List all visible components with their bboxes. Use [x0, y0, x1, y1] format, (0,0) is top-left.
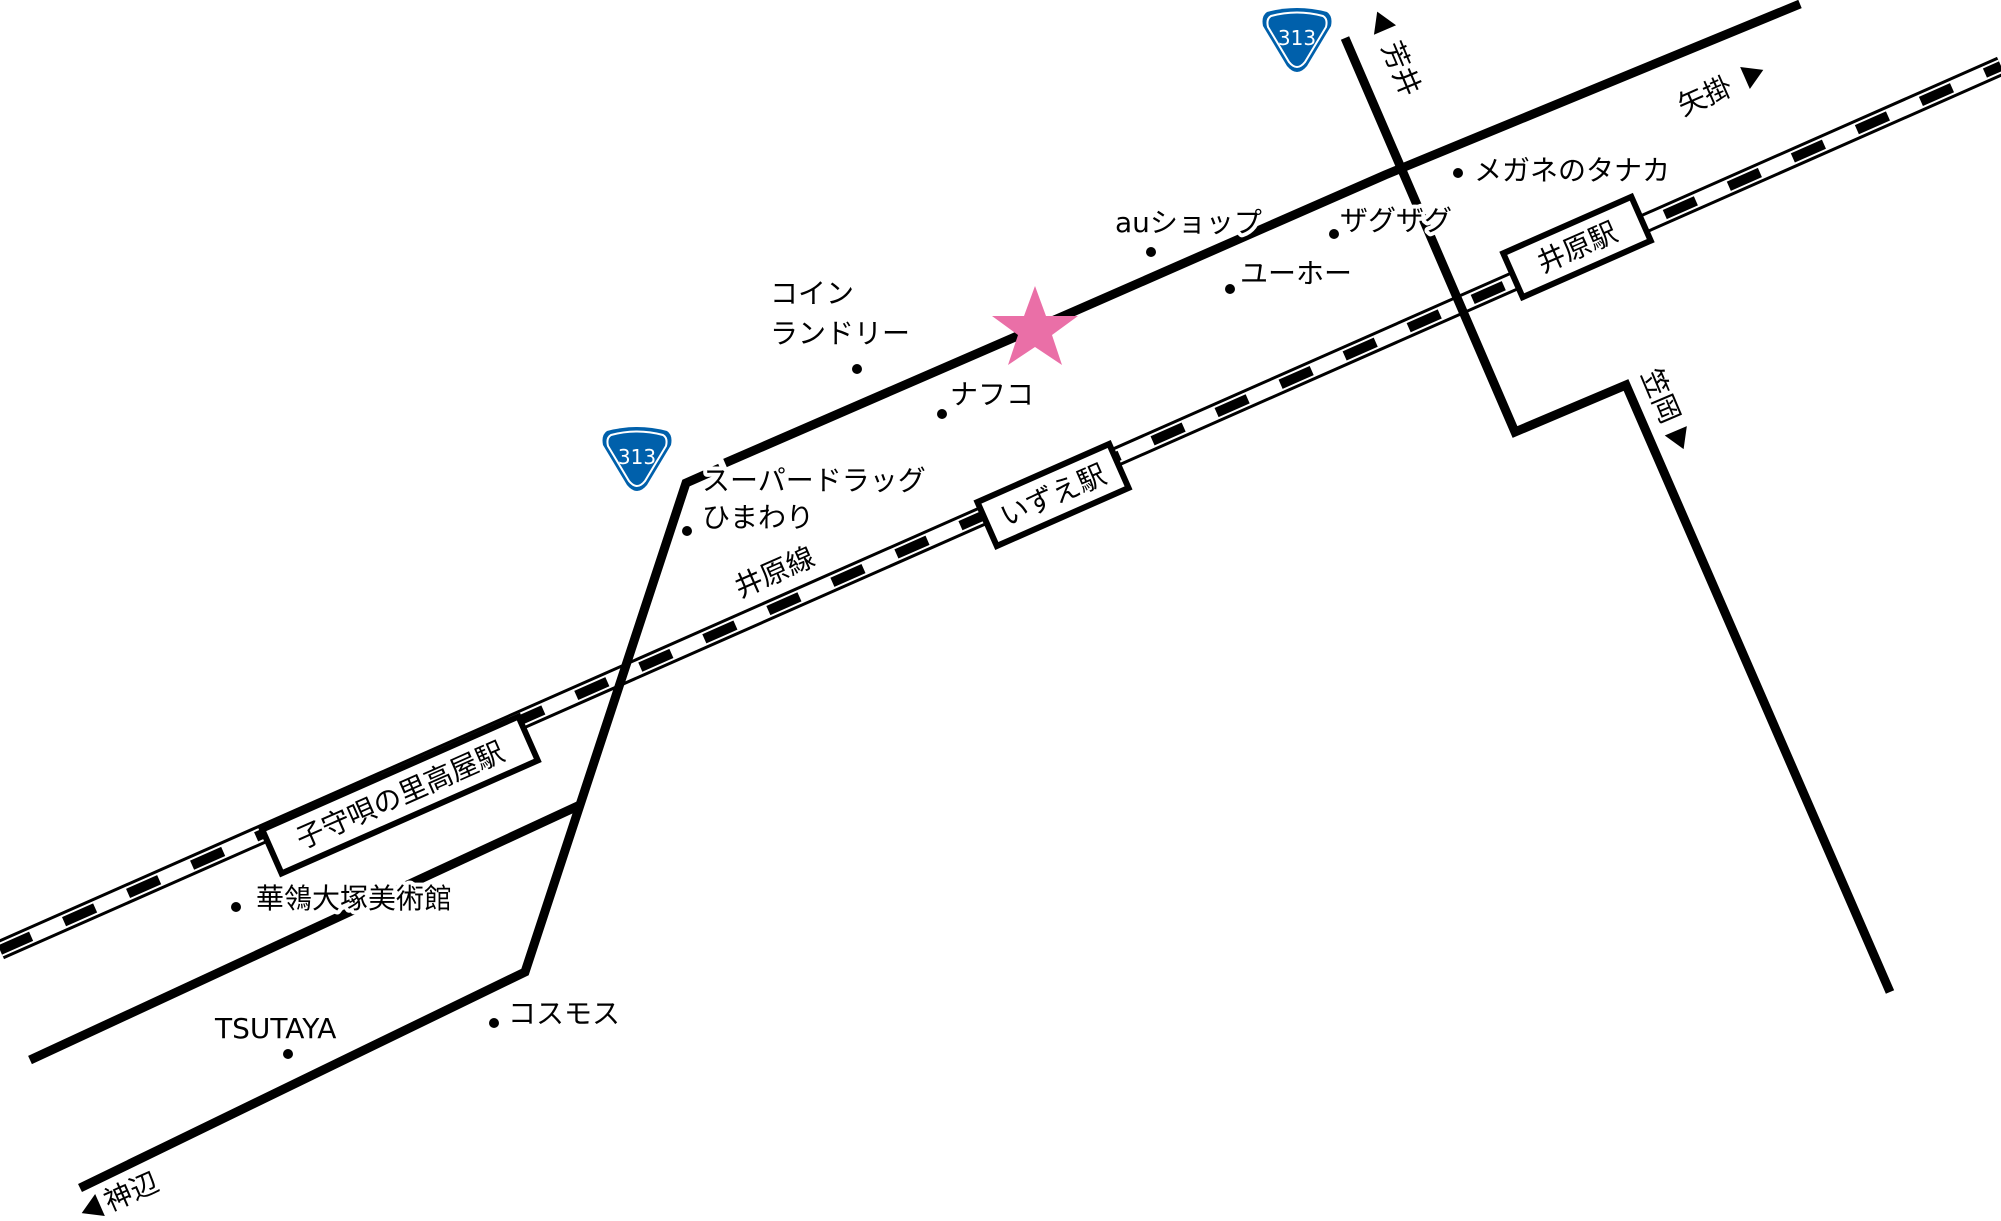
road-route-313-south — [78, 463, 722, 1193]
station-box — [973, 440, 1133, 550]
direction-yoshii[interactable]: 芳井 — [1362, 5, 1428, 101]
route-313-shield-left: 313 — [602, 427, 672, 491]
landmark-dot-cosmos — [489, 1018, 499, 1028]
direction-label: 芳井 — [1375, 37, 1427, 101]
landmark-label-museum[interactable]: 華鴒大塚美術館 — [252, 878, 456, 919]
road-lower-left — [28, 800, 582, 1065]
landmark-dot-nafco — [937, 409, 947, 419]
landmark-dot-yuho — [1225, 284, 1235, 294]
route-number: 313 — [618, 445, 656, 469]
roads — [28, 0, 1895, 1193]
landmark-dot-tsutaya — [283, 1049, 293, 1059]
station-box — [258, 712, 542, 878]
route-shield-icon — [602, 427, 672, 491]
destination-star-marker[interactable] — [992, 286, 1078, 365]
arrow-up-icon — [1373, 11, 1397, 35]
landmark-dots — [231, 168, 1463, 1059]
route-313-shield-top: 313 — [1262, 8, 1332, 72]
landmark-dot-coin-laundry — [852, 364, 862, 374]
landmark-label-zaggu[interactable]: ザグザグ — [1336, 200, 1456, 241]
landmark-labels: メガネのタナカ auショップ ザグザグ ユーホー コイン ランドリー ナフコ ス… — [210, 150, 1674, 1049]
station-ibara[interactable]: 井原駅 — [1499, 192, 1655, 302]
station-komoriuta[interactable]: 子守唄の里高屋駅 — [258, 712, 542, 878]
landmark-label-tsutaya[interactable]: TSUTAYA — [210, 1008, 340, 1049]
landmark-label-cosmos[interactable]: コスモス — [504, 993, 624, 1034]
station-label: 子守唄の里高屋駅 — [291, 735, 509, 856]
landmark-label-yuho[interactable]: ユーホー — [1236, 253, 1356, 294]
direction-label: 矢掛 — [1673, 70, 1738, 123]
landmark-label-megane[interactable]: メガネのタナカ — [1470, 150, 1674, 191]
landmark-label-nafco[interactable]: ナフコ — [946, 374, 1038, 415]
landmark-label-coin-laundry-2[interactable]: ランドリー — [766, 313, 914, 354]
road-yoshii-kasaoka — [1340, 36, 1895, 994]
landmark-label-au[interactable]: auショップ — [1111, 202, 1266, 243]
landmark-label-super-drug[interactable]: スーパードラッグ — [698, 460, 930, 501]
direction-kasaoka[interactable]: 笠岡 — [1634, 364, 1698, 456]
station-izue[interactable]: いずえ駅 — [973, 440, 1133, 550]
landmark-label-coin-laundry-1[interactable]: コイン — [766, 273, 858, 314]
arrow-down-icon — [1664, 426, 1687, 450]
direction-yakake[interactable]: 矢掛 — [1673, 55, 1770, 123]
landmark-label-himawari[interactable]: ひまわり — [698, 497, 818, 538]
arrow-right-icon — [1740, 67, 1764, 89]
landmark-dot-au — [1146, 247, 1156, 257]
station-box — [1499, 192, 1655, 302]
landmark-dot-zaggu — [1329, 229, 1339, 239]
landmark-dot-megane — [1453, 168, 1463, 178]
route-number: 313 — [1278, 26, 1316, 50]
route-shield-icon — [1262, 8, 1332, 72]
landmark-dot-himawari — [682, 526, 692, 536]
road-route-313-main — [723, 0, 1802, 468]
arrow-left-icon — [81, 1194, 105, 1216]
landmark-dot-museum — [231, 902, 241, 912]
